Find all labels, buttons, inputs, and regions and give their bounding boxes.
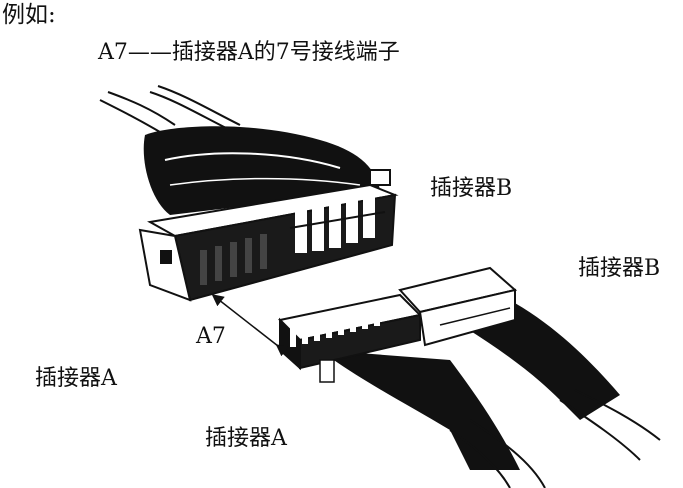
example-caption: A7——插接器A的7号接线端子	[98, 40, 400, 65]
upper-connector-housing	[138, 169, 399, 302]
label-connector-b-top: 插接器B	[430, 176, 513, 201]
label-pin-a7: A7	[196, 324, 226, 349]
label-connector-b-right: 插接器B	[578, 256, 661, 281]
label-connector-a-left: 插接器A	[35, 366, 117, 391]
intro-text: 例如:	[2, 2, 56, 28]
a7-pointer-arrow	[211, 294, 289, 357]
lower-connector-b-housing	[398, 266, 518, 347]
label-connector-a-bottom: 插接器A	[205, 426, 287, 451]
